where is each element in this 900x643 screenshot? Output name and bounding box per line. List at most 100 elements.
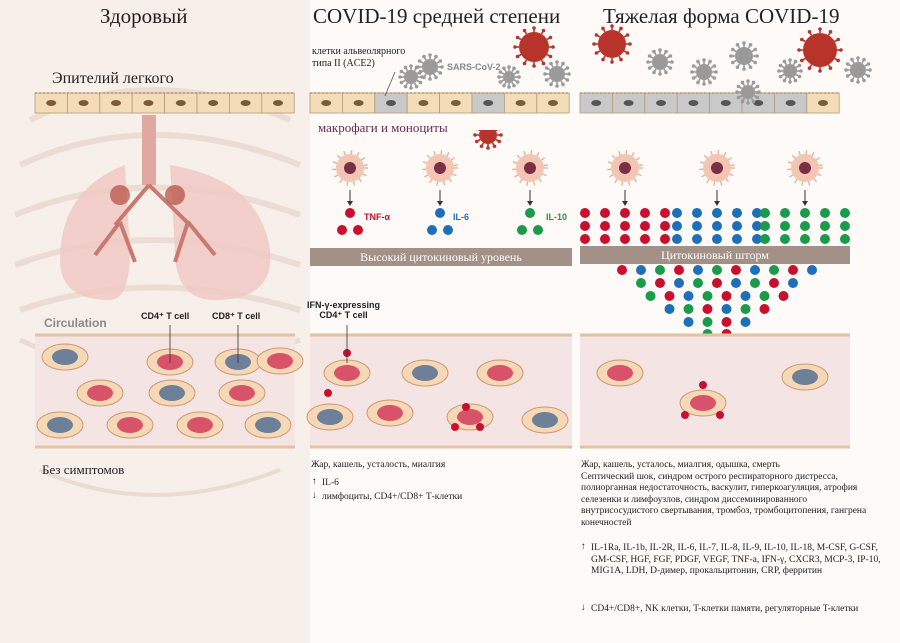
cytokine-tnf	[716, 411, 724, 419]
cytokine-storm-dot	[683, 304, 694, 314]
virus-gray	[735, 79, 761, 105]
cytokine-il10	[800, 208, 810, 218]
cytokine-il6	[712, 234, 722, 244]
cell-nucleus	[208, 100, 219, 106]
cytokine-storm-dot	[807, 265, 817, 275]
cytokine-il6	[672, 221, 682, 231]
cytokine-storm-dot	[769, 278, 779, 288]
cytokine-storm-dot	[664, 291, 675, 301]
cell-nucleus	[418, 100, 429, 106]
cytokine-tnf	[640, 221, 650, 231]
cell-nucleus	[353, 100, 364, 106]
cytokine-il6	[427, 225, 437, 235]
virus-sars-cov-2	[473, 130, 503, 150]
ifn-cd4-t-cell	[366, 399, 414, 427]
severe-up-arrow: ↑	[581, 542, 586, 552]
cytokine-storm-dot	[750, 265, 760, 275]
cd4-t-cell	[76, 379, 124, 407]
cytokine-storm-dot	[721, 317, 732, 327]
cytokine-il6	[752, 208, 762, 218]
header-severe: Тяжелая форма COVID-19	[603, 4, 840, 28]
cytokine-storm-dot	[693, 278, 703, 288]
cytokine-il6	[672, 234, 682, 244]
cell-nucleus	[273, 100, 283, 106]
cytokine-storm-dot	[636, 265, 646, 275]
cytokine-tnf	[353, 225, 363, 235]
cytokine-il10	[820, 234, 830, 244]
cell-nucleus	[321, 100, 332, 106]
cd8-t-cell	[306, 403, 354, 431]
cytokine-il10	[780, 234, 790, 244]
cytokine-tnf	[660, 208, 670, 218]
cytokine-il6	[692, 221, 702, 231]
cell-nucleus	[46, 100, 57, 106]
cytokine-storm-dot	[721, 304, 732, 314]
cytokine-storm-dot	[759, 304, 770, 314]
blood-vessel-layer	[35, 325, 850, 449]
virus-gray	[729, 41, 759, 71]
cytokine-storm-dot	[769, 265, 779, 275]
label-tnf: TNF-α	[364, 212, 391, 222]
cd8-t-cell	[244, 411, 292, 439]
cytokine-tnf	[640, 234, 650, 244]
cytokine-il6	[443, 225, 453, 235]
cytokine-storm-dot	[731, 265, 741, 275]
cytokine-il6	[732, 221, 742, 231]
cell-nucleus	[753, 100, 764, 106]
cytokine-storm-dot	[655, 265, 665, 275]
cytokine-storm-dot	[740, 317, 751, 327]
cytokine-storm-dot	[721, 291, 732, 301]
cytokine-storm-dot	[702, 317, 713, 327]
cd4-t-cell	[218, 379, 266, 407]
cytokine-tnf	[600, 208, 610, 218]
cytokine-tnf	[337, 225, 347, 235]
cytokine-il10	[820, 208, 830, 218]
cytokine-storm-dot	[712, 278, 722, 288]
virus-gray	[646, 48, 674, 76]
cd4-t-cell	[106, 411, 154, 439]
cytokine-tnf	[660, 221, 670, 231]
cytokine-storm-dot	[683, 317, 694, 327]
cytokine-il10	[760, 234, 770, 244]
cytokine-tnf	[600, 221, 610, 231]
virus-gray	[844, 56, 872, 84]
virus-gray	[398, 64, 424, 90]
cell-nucleus	[450, 100, 461, 106]
cytokine-il6	[732, 208, 742, 218]
cd8-t-cell	[401, 359, 449, 387]
cytokine-tnf	[462, 403, 470, 411]
moderate-down-arrow: ↓	[312, 491, 317, 501]
cd4-t-cell	[176, 411, 224, 439]
cytokine-il10	[800, 234, 810, 244]
cytokine-storm-dot	[788, 265, 798, 275]
cd8-t-cell	[36, 411, 84, 439]
label-ifn-cd4-t-cell: IFN-γ-expressing CD4⁺ T cell	[307, 300, 381, 320]
virus-gray	[543, 60, 571, 88]
macrophage-cell	[699, 150, 735, 206]
cytokine-il10	[780, 221, 790, 231]
label-cd4-t-cell: CD4⁺ T cell	[141, 311, 190, 321]
cd4-t-cell	[596, 359, 644, 387]
virus-gray	[690, 58, 718, 86]
cytokine-il10	[840, 208, 850, 218]
macrophage-cell	[787, 150, 823, 206]
cytokine-storm-dot	[702, 291, 713, 301]
severe-down-arrow: ↓	[581, 603, 586, 613]
cytokine-tnf	[476, 423, 484, 431]
cytokine-storm-dot	[683, 291, 694, 301]
cytokine-il6	[692, 208, 702, 218]
macrophage-cell	[607, 150, 643, 206]
cell-nucleus	[623, 100, 634, 106]
cytokine-il6	[692, 234, 702, 244]
cytokine-storm-dot	[788, 278, 798, 288]
cytokine-storm-dot	[740, 291, 751, 301]
virus-sars-cov-2	[513, 26, 555, 68]
cytokine-storm-dot	[636, 278, 646, 288]
cytokine-tnf	[699, 381, 707, 389]
cd8-t-cell	[41, 343, 89, 371]
severe-down: CD4+/CD8+, NK клетки, T-клетки памяти, р…	[591, 604, 859, 614]
cytokine-tnf	[681, 411, 689, 419]
cytokine-il10	[840, 234, 850, 244]
virus-sars-cov-2	[592, 24, 632, 64]
cytokine-tnf	[580, 234, 590, 244]
